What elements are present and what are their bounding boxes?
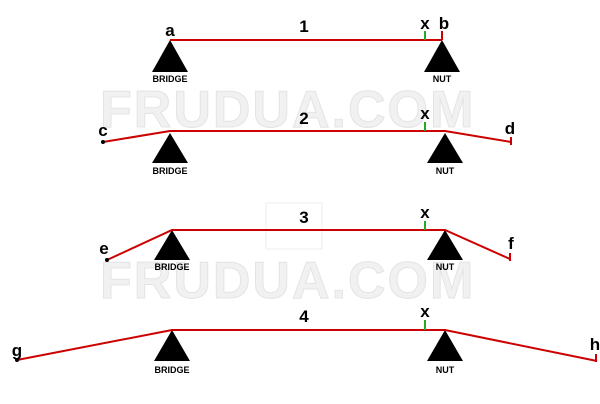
point-label-f: f bbox=[508, 234, 514, 253]
nut-label-2: NUT bbox=[436, 166, 455, 176]
bridge-support-2 bbox=[152, 133, 188, 163]
nut-label-4: NUT bbox=[436, 365, 455, 375]
end-point-c bbox=[101, 140, 105, 144]
nut-label-3: NUT bbox=[436, 262, 455, 272]
point-label-g: g bbox=[12, 341, 22, 360]
watermark-frame bbox=[265, 202, 323, 250]
nut-support-4 bbox=[427, 330, 463, 361]
diagram-4: 4 g h x BRIDGE NUT bbox=[12, 302, 600, 375]
point-label-h: h bbox=[590, 335, 600, 354]
bridge-label-3: BRIDGE bbox=[154, 262, 189, 272]
bridge-label-2: BRIDGE bbox=[152, 166, 187, 176]
nut-support-2 bbox=[427, 133, 463, 163]
marker-label-x-3: x bbox=[420, 203, 430, 222]
nut-label-1: NUT bbox=[433, 74, 452, 84]
diagram-number-2: 2 bbox=[299, 109, 308, 128]
diagram-3: 3 e f x BRIDGE NUT bbox=[99, 203, 514, 272]
marker-label-x-2: x bbox=[420, 104, 430, 123]
diagram-1: 1 a b x BRIDGE NUT bbox=[152, 14, 460, 84]
watermark-bottom: FRUDUA.COM bbox=[100, 252, 475, 310]
marker-label-x-4: x bbox=[420, 302, 430, 321]
bridge-support-4 bbox=[154, 330, 190, 361]
nut-support-1 bbox=[424, 40, 460, 72]
point-label-c: c bbox=[98, 121, 107, 140]
bridge-support-1 bbox=[152, 40, 188, 72]
bridge-support-3 bbox=[154, 230, 190, 260]
end-point-g bbox=[15, 358, 19, 362]
string-3 bbox=[106, 229, 511, 261]
bridge-label-4: BRIDGE bbox=[154, 365, 189, 375]
diagram-number-3: 3 bbox=[299, 208, 308, 227]
point-label-a: a bbox=[165, 21, 175, 40]
string-2 bbox=[102, 130, 512, 143]
diagram-number-4: 4 bbox=[299, 307, 309, 326]
end-point-e bbox=[105, 258, 109, 262]
nut-support-3 bbox=[427, 230, 463, 260]
watermark-top: FRUDUA.COM bbox=[100, 81, 475, 139]
point-label-d: d bbox=[505, 119, 515, 138]
bridge-label-1: BRIDGE bbox=[152, 74, 187, 84]
string-4 bbox=[16, 329, 598, 362]
diagram-2: 2 c d x BRIDGE NUT bbox=[98, 104, 515, 176]
marker-label-x-1: x bbox=[420, 14, 430, 33]
point-label-b: b bbox=[439, 14, 449, 33]
point-label-e: e bbox=[99, 239, 108, 258]
diagram-number-1: 1 bbox=[299, 17, 308, 36]
